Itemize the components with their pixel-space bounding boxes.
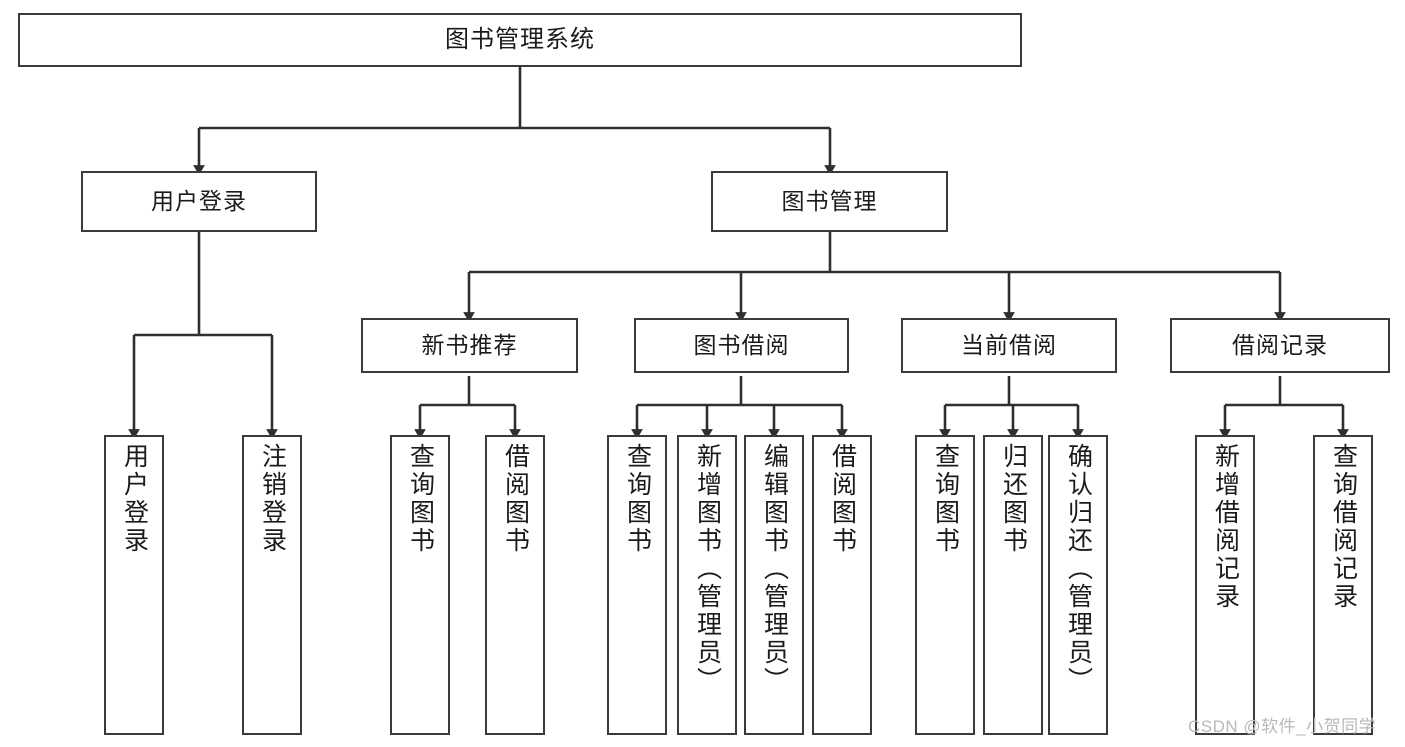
node-label: 借阅记录: [1232, 332, 1328, 359]
leaf-user-login-signout[interactable]: 注销登录: [242, 435, 302, 735]
node-label: 当前借阅: [961, 332, 1057, 359]
node-borrowing-record[interactable]: 借阅记录: [1170, 318, 1390, 373]
node-label: 归还图书: [999, 443, 1028, 555]
node-label: 新增借阅记录: [1211, 443, 1240, 611]
leaf-current-return-book[interactable]: 归还图书: [983, 435, 1043, 735]
node-new-book-recommendation[interactable]: 新书推荐: [361, 318, 578, 373]
leaf-borrow-borrow-book[interactable]: 借阅图书: [812, 435, 872, 735]
leaf-borrow-add-book-admin[interactable]: 新增图书（管理员）: [677, 435, 737, 735]
node-user-login[interactable]: 用户登录: [81, 171, 317, 232]
leaf-current-confirm-return-admin[interactable]: 确认归还（管理员）: [1048, 435, 1108, 735]
node-book-management[interactable]: 图书管理: [711, 171, 948, 232]
node-label: 查询图书: [406, 443, 435, 555]
node-label: 查询图书: [623, 443, 652, 555]
leaf-new-book-query[interactable]: 查询图书: [390, 435, 450, 735]
csdn-watermark: CSDN @软件_小贺同学: [1188, 717, 1377, 736]
node-label: 新书推荐: [421, 332, 518, 359]
node-book-borrowing[interactable]: 图书借阅: [634, 318, 849, 373]
node-current-borrowing[interactable]: 当前借阅: [901, 318, 1117, 373]
node-label: 图书管理: [781, 188, 878, 215]
leaf-new-book-borrow[interactable]: 借阅图书: [485, 435, 545, 735]
node-label: 借阅图书: [501, 443, 530, 555]
node-label: 新增图书（管理员）: [693, 443, 722, 695]
node-label: 注销登录: [258, 443, 287, 555]
leaf-current-query-book[interactable]: 查询图书: [915, 435, 975, 735]
leaf-borrow-edit-book-admin[interactable]: 编辑图书（管理员）: [744, 435, 804, 735]
node-label: 图书管理系统: [445, 26, 595, 54]
leaf-record-query-record[interactable]: 查询借阅记录: [1313, 435, 1373, 735]
node-label: 查询借阅记录: [1329, 443, 1358, 611]
leaf-borrow-query-book[interactable]: 查询图书: [607, 435, 667, 735]
node-label: 借阅图书: [828, 443, 857, 555]
node-label: 用户登录: [120, 443, 149, 555]
leaf-user-login-signin[interactable]: 用户登录: [104, 435, 164, 735]
node-label: 编辑图书（管理员）: [760, 443, 789, 695]
node-label: 查询图书: [931, 443, 960, 555]
node-label: 用户登录: [151, 188, 247, 215]
node-label: 确认归还（管理员）: [1064, 443, 1093, 695]
node-root-library-system[interactable]: 图书管理系统: [18, 13, 1022, 67]
node-label: 图书借阅: [693, 332, 790, 359]
leaf-record-add-record[interactable]: 新增借阅记录: [1195, 435, 1255, 735]
